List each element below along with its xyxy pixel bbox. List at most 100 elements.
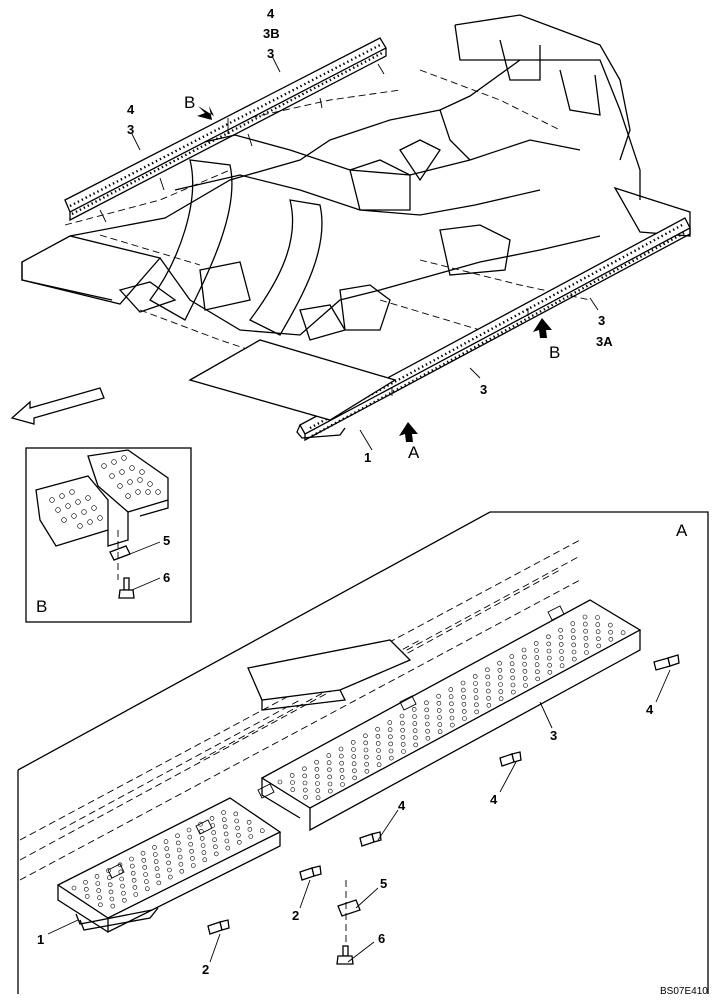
perforation-hole [509, 654, 515, 659]
perforation-hole [498, 696, 504, 702]
perforation-hole [233, 811, 239, 817]
perforation-hole [246, 819, 252, 825]
perforation-hole [448, 694, 454, 700]
detail-a-label: A [676, 521, 688, 540]
callout-2-detail-lower: 2 [202, 962, 209, 977]
perforation-hole [388, 748, 394, 754]
perforation-hole [340, 782, 345, 787]
perforation-hole [399, 713, 405, 719]
callout-4-detail-right: 4 [646, 702, 654, 717]
perforation-hole [110, 903, 116, 909]
perforation-hole [327, 781, 333, 787]
callout-1-detail: 1 [37, 932, 44, 947]
view-a-label: A [408, 443, 420, 462]
perforation-hole [571, 642, 577, 648]
perforation-hole [522, 676, 528, 681]
perforation-hole [582, 621, 588, 627]
perforation-hole [132, 885, 138, 890]
perforation-hole [460, 680, 466, 686]
callout-3-upper: 3 [267, 46, 274, 61]
perforation-hole [608, 629, 613, 635]
perforation-hole [462, 716, 467, 721]
perforation-hole [473, 681, 478, 686]
perforation-hole [350, 740, 356, 745]
callout-4-detail-lower: 4 [398, 798, 406, 813]
perforation-hole [387, 720, 393, 725]
perforation-hole [596, 636, 601, 642]
perforation-hole [327, 788, 333, 794]
front-direction-arrow [10, 387, 105, 425]
perforation-hole [620, 630, 626, 636]
perforation-hole [277, 779, 283, 785]
bolt-6-inset [118, 577, 135, 599]
perforation-hole [143, 872, 148, 877]
perforation-hole [412, 714, 417, 719]
perforation-hole [582, 614, 588, 620]
perforation-hole [388, 741, 394, 747]
perforation-hole [547, 662, 552, 668]
callout-6-detail: 6 [378, 931, 385, 946]
perforation-hole [133, 892, 139, 897]
perforation-hole [223, 831, 229, 837]
perforation-hole [607, 622, 613, 628]
perforation-hole [413, 735, 418, 741]
perforation-hole [315, 788, 321, 793]
perforation-hole [521, 647, 527, 653]
perforation-hole [399, 720, 405, 726]
perforation-hole [546, 655, 552, 661]
perforation-hole [472, 674, 478, 679]
bracket-5-inset [109, 545, 131, 561]
step-plate-3-detail [260, 599, 642, 832]
perforation-hole [436, 693, 441, 699]
perforation-hole [583, 635, 589, 641]
perforation-hole [400, 734, 406, 740]
perforation-hole [352, 768, 357, 774]
perforation-hole [176, 840, 181, 846]
perforation-hole [153, 852, 158, 857]
step-rail-lower [296, 217, 691, 442]
perforation-hole [376, 762, 382, 768]
perforation-hole [290, 780, 295, 785]
view-arrow-a [399, 422, 418, 442]
callout-3a: 3A [596, 334, 613, 349]
perforation-hole [302, 773, 308, 779]
perforation-hole [190, 856, 195, 861]
perforation-hole [235, 825, 240, 831]
perforation-hole [302, 787, 308, 793]
perforation-hole [486, 702, 492, 708]
perforation-hole [376, 755, 382, 760]
perforation-hole [94, 874, 100, 879]
perforation-hole [364, 768, 370, 774]
callout-5-inset: 5 [163, 533, 170, 548]
perforation-hole [485, 667, 490, 673]
perforation-hole [156, 880, 162, 886]
perforation-hole [388, 755, 394, 761]
perforation-hole [571, 635, 576, 641]
perforation-hole [584, 650, 589, 655]
perforation-hole [314, 759, 319, 765]
perforation-hole [461, 709, 467, 714]
undercarriage-assembly-view [10, 14, 691, 451]
perforation-hole [363, 740, 369, 746]
perforation-hole [96, 888, 101, 893]
perforation-hole [327, 774, 333, 780]
perforation-hole [84, 894, 90, 899]
perforation-hole [510, 682, 516, 688]
perforation-hole [145, 886, 150, 892]
perforation-hole [315, 795, 321, 801]
perforation-hole [209, 816, 215, 821]
perforation-hole [596, 643, 602, 649]
perforation-hole [473, 688, 479, 693]
callout-6-inset: 6 [163, 570, 170, 585]
perforation-hole [485, 688, 491, 694]
perforation-hole [189, 848, 194, 854]
perforation-hole [121, 890, 126, 896]
perforation-hole [364, 761, 369, 767]
perforation-hole [187, 834, 193, 840]
perforation-hole [546, 634, 551, 640]
perforation-hole [237, 839, 242, 845]
perforation-hole [186, 827, 192, 833]
perforation-hole [388, 734, 393, 740]
perforation-hole [326, 753, 332, 758]
detail-view-a [17, 511, 709, 994]
